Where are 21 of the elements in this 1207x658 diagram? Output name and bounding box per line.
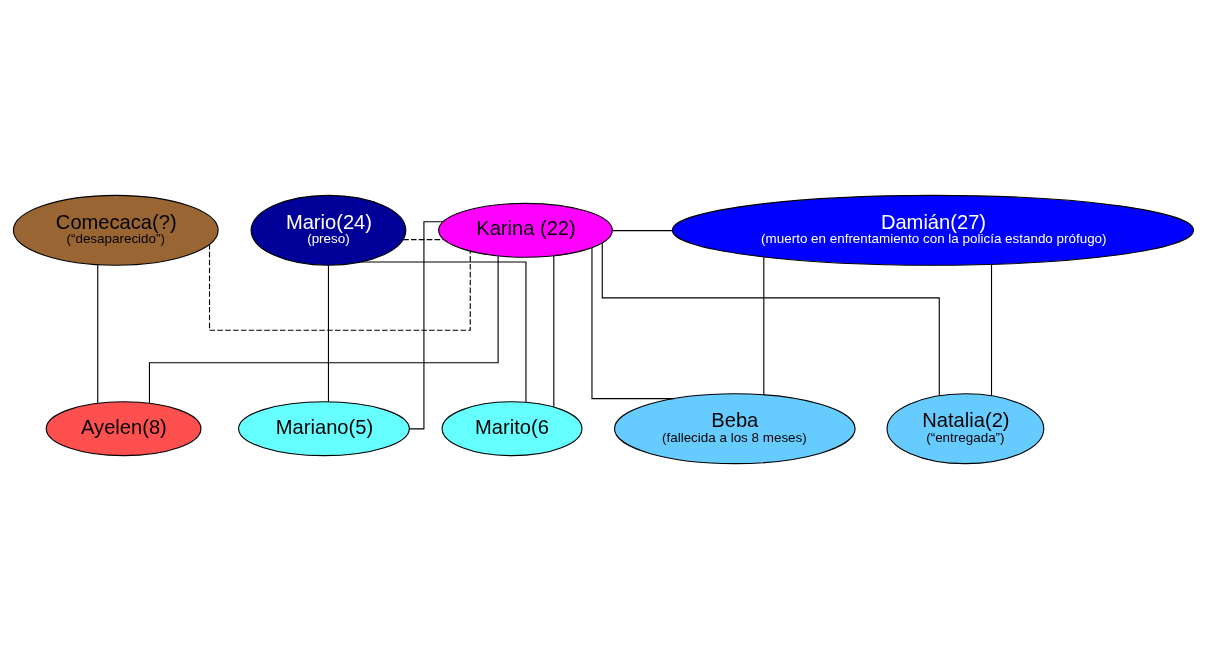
connector (601, 241, 940, 396)
node-ellipse: Beba (fallecida a los 8 meses) (613, 392, 856, 464)
connector (97, 263, 99, 404)
connector (402, 238, 445, 240)
connector (360, 260, 527, 403)
connector (763, 256, 765, 395)
connector (553, 254, 555, 407)
connector (327, 264, 329, 402)
node-ellipse: Comecaca(?) (“desaparecido”) (12, 194, 219, 266)
node-ellipse: Marito(6 (441, 400, 583, 456)
node-ellipse: Karina (22) (438, 202, 613, 258)
connector (591, 246, 675, 399)
connector (612, 229, 673, 231)
node-ellipse: Mario(24) (preso) (250, 194, 407, 266)
connector (208, 243, 471, 331)
connector (148, 255, 499, 404)
node-ellipse: Natalia(2) (“entregada”) (886, 392, 1045, 464)
connector (990, 263, 993, 396)
node-ellipse: Damián(27) (muerto en enfrentamiento con la policía estando prófugo) (671, 194, 1195, 266)
node-ellipse: Ayelen(8) (45, 400, 202, 456)
node-ellipse: Mariano(5) (238, 400, 410, 456)
